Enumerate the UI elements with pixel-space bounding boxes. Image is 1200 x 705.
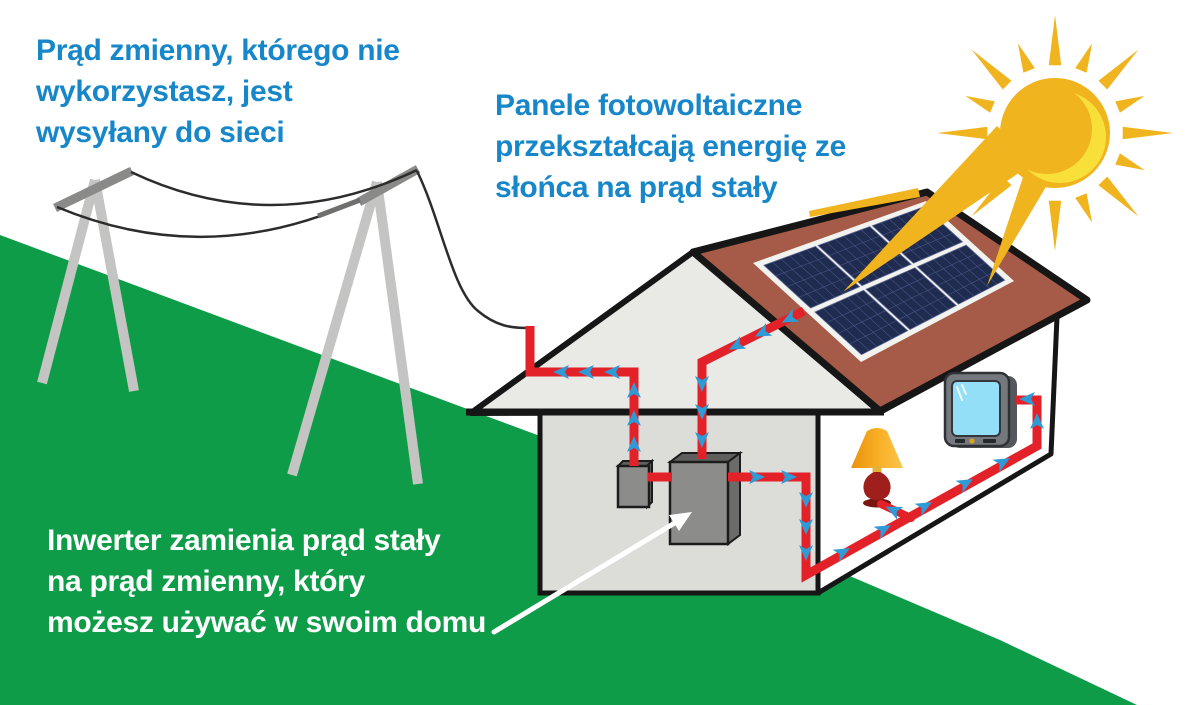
caption-line: możesz używać w swoim domu	[47, 606, 486, 639]
caption-line: Inwerter zamienia prąd stały	[47, 524, 441, 557]
tv-icon	[943, 371, 1017, 448]
wire-panels-to-inverter	[697, 306, 807, 459]
grid-wire-to-house	[415, 170, 528, 330]
sun-icon	[937, 15, 1173, 251]
caption-solar-panels: Panele fotowoltaiczne przekształcają ene…	[495, 85, 846, 208]
table-lamp-icon	[851, 428, 903, 508]
inverter-box-icon	[667, 451, 743, 546]
solar-panel-array-icon	[753, 201, 1014, 362]
caption-line: przekształcają energię ze	[495, 130, 847, 163]
power-lines	[56, 168, 528, 330]
label-pointer-arrow	[491, 512, 692, 635]
caption-line: na prąd zmienny, który	[47, 565, 365, 598]
caption-inverter: Inwerter zamienia prąd stały na prąd zmi…	[47, 520, 486, 643]
caption-line: Panele fotowoltaiczne	[495, 89, 803, 122]
caption-grid-export: Prąd zmienny, którego nie wykorzystasz, …	[36, 30, 400, 153]
caption-line: wysyłany do sieci	[36, 116, 285, 149]
caption-line: Prąd zmienny, którego nie	[36, 34, 400, 67]
caption-line: słońca na prąd stały	[495, 171, 778, 204]
power-pole-left-icon	[37, 166, 139, 392]
caption-line: wykorzystasz, jest	[36, 75, 293, 108]
lamp-shade	[851, 428, 903, 468]
current-flow-arrows	[553, 309, 1044, 563]
meter-box-icon	[615, 458, 655, 510]
